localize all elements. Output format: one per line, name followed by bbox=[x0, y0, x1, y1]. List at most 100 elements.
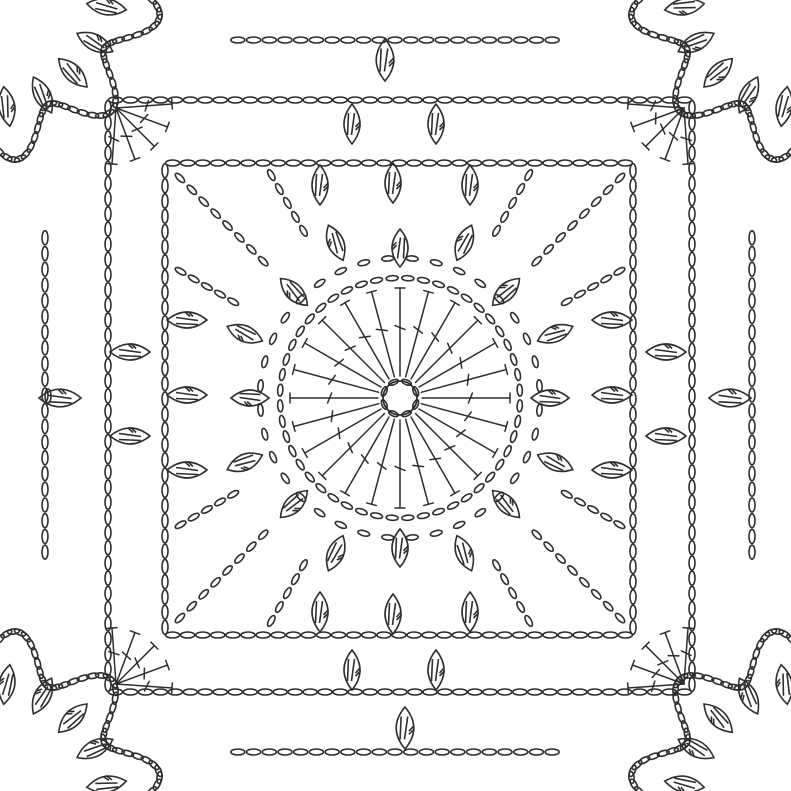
chain-stitch-icon bbox=[689, 313, 695, 327]
cluster-stitch-icon bbox=[487, 485, 526, 524]
chain-stitch-icon bbox=[213, 689, 227, 695]
cluster-stitch-icon bbox=[344, 650, 361, 690]
cluster-stitch-icon bbox=[646, 344, 686, 361]
chain-stitch-icon bbox=[613, 519, 626, 530]
chain-stitch-icon bbox=[334, 520, 347, 530]
chain-stitch-icon bbox=[105, 176, 111, 190]
chain-stitch-icon bbox=[453, 689, 467, 695]
chain-stitch-icon bbox=[162, 331, 168, 345]
chain-stitch-icon bbox=[153, 97, 167, 103]
chain-stitch-icon bbox=[162, 316, 168, 330]
chain-stitch-icon bbox=[162, 270, 168, 284]
chain-stitch-icon bbox=[214, 497, 227, 508]
cluster-stitch-icon bbox=[592, 462, 632, 479]
chain-stitch-icon bbox=[271, 160, 285, 166]
chain-stitch-icon bbox=[42, 529, 48, 543]
chain-stitch-icon bbox=[388, 749, 402, 755]
chain-stitch-icon bbox=[393, 97, 407, 103]
chain-stitch-icon bbox=[162, 209, 168, 223]
chain-stitch-icon bbox=[689, 222, 695, 236]
chain-stitch-icon bbox=[503, 445, 513, 458]
chain-stitch-icon bbox=[531, 255, 543, 267]
chain-stitch-icon bbox=[105, 510, 111, 524]
chain-stitch-icon bbox=[689, 389, 695, 403]
chain-stitch-icon bbox=[290, 573, 301, 586]
cluster-stitch-icon bbox=[275, 485, 314, 524]
chain-stitch-icon bbox=[529, 37, 543, 43]
chain-stitch-icon bbox=[517, 400, 523, 412]
chain-stitch-icon bbox=[498, 37, 512, 43]
treble-crochet-icon bbox=[116, 104, 172, 108]
chain-stitch-icon bbox=[286, 160, 300, 166]
chain-stitch-icon bbox=[491, 224, 502, 237]
cluster-stitch-icon bbox=[86, 0, 128, 18]
chain-stitch-icon bbox=[386, 275, 398, 281]
chain-stitch-icon bbox=[282, 353, 291, 366]
chain-stitch-icon bbox=[341, 37, 355, 43]
chain-stitch-icon bbox=[243, 97, 257, 103]
chain-stitch-icon bbox=[268, 451, 278, 464]
cluster-stitch-icon bbox=[167, 387, 207, 404]
cluster-stitch-icon bbox=[592, 387, 632, 404]
chain-stitch-icon bbox=[347, 632, 361, 638]
chain-stitch-icon bbox=[514, 415, 521, 428]
cluster-stitch-icon bbox=[663, 0, 705, 18]
chain-stitch-icon bbox=[340, 285, 353, 295]
chain-stitch-icon bbox=[603, 97, 617, 103]
cluster-stitch-icon bbox=[428, 650, 445, 690]
chain-stitch-icon bbox=[42, 498, 48, 512]
chain-stitch-icon bbox=[42, 262, 48, 276]
cluster-stitch-icon bbox=[110, 428, 150, 445]
chain-stitch-icon bbox=[304, 471, 316, 483]
chain-stitch-icon bbox=[105, 192, 111, 206]
chain-stitch-icon bbox=[566, 564, 578, 576]
chain-stitch-icon bbox=[186, 600, 198, 612]
chain-stitch-icon bbox=[348, 97, 362, 103]
chain-stitch-icon bbox=[560, 296, 573, 307]
chain-stitch-icon bbox=[357, 37, 371, 43]
chain-stitch-icon bbox=[407, 632, 421, 638]
chain-stitch-icon bbox=[749, 404, 755, 418]
chain-stitch-icon bbox=[630, 209, 636, 223]
chain-stitch-icon bbox=[587, 281, 600, 292]
chain-stitch-icon bbox=[666, 747, 679, 755]
chain-stitch-icon bbox=[277, 384, 283, 396]
chain-stitch-icon bbox=[162, 559, 168, 573]
chain-stitch-icon bbox=[294, 749, 308, 755]
chain-stitch-icon bbox=[528, 160, 542, 166]
chain-stitch-icon bbox=[523, 614, 534, 627]
chain-stitch-icon bbox=[200, 504, 213, 515]
chain-stitch-icon bbox=[543, 160, 557, 166]
chain-stitch-icon bbox=[273, 97, 287, 103]
chain-stitch-icon bbox=[529, 749, 543, 755]
chain-stitch-icon bbox=[393, 689, 407, 695]
chain-stitch-icon bbox=[603, 632, 617, 638]
chain-stitch-icon bbox=[648, 689, 662, 695]
chain-stitch-icon bbox=[112, 747, 125, 755]
chain-stitch-icon bbox=[309, 749, 323, 755]
treble-crochet-icon bbox=[372, 419, 395, 504]
chain-stitch-icon bbox=[543, 632, 557, 638]
chain-stitch-icon bbox=[514, 749, 528, 755]
cluster-stitch-icon bbox=[110, 344, 150, 361]
cluster-stitch-icon bbox=[321, 222, 351, 263]
chain-stitch-icon bbox=[602, 184, 614, 196]
chain-stitch-icon bbox=[630, 377, 636, 391]
chain-stitch-icon bbox=[543, 243, 555, 255]
chain-stitch-icon bbox=[630, 301, 636, 315]
chain-stitch-icon bbox=[689, 283, 695, 297]
chain-stitch-icon bbox=[749, 247, 755, 261]
treble-crochet-icon bbox=[633, 665, 684, 684]
chain-stitch-icon bbox=[630, 422, 636, 436]
chain-stitch-icon bbox=[377, 160, 391, 166]
chain-stitch-icon bbox=[402, 275, 414, 281]
chain-stitch-icon bbox=[42, 247, 48, 261]
chain-stitch-icon bbox=[543, 97, 557, 103]
chain-stitch-icon bbox=[630, 514, 636, 528]
chain-stitch-icon bbox=[105, 359, 111, 373]
chain-stitch-icon bbox=[174, 172, 186, 184]
chain-stitch-icon bbox=[528, 97, 542, 103]
chain-stitch-icon bbox=[241, 632, 255, 638]
chain-stitch-icon bbox=[437, 160, 451, 166]
cluster-stitch-icon bbox=[167, 312, 207, 329]
